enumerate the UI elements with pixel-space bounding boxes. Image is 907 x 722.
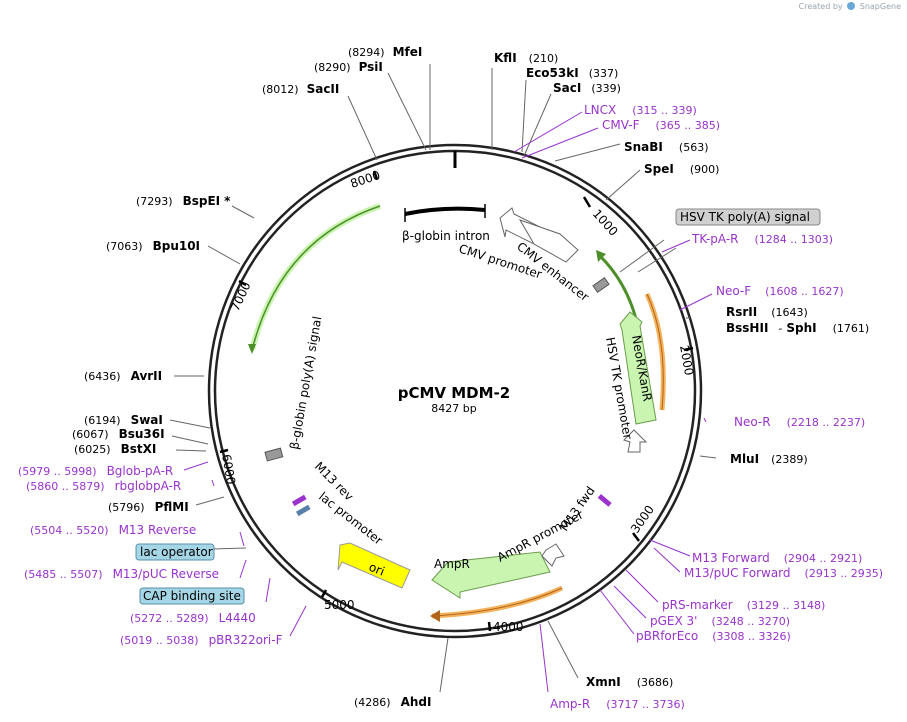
watermark-created-by: Created by — [798, 2, 843, 11]
bglobin-intron-label: β-globin intron — [402, 229, 490, 243]
m13-rev-primer-mark — [291, 494, 307, 507]
ori-arrow — [337, 542, 411, 589]
primer-leader-lines — [183, 111, 713, 693]
enzyme-bsu36i: (6067)Bsu36I — [72, 427, 165, 441]
enzyme-ahdi: (4286)AhdI — [354, 695, 431, 709]
cmv-enhancer-arrow — [518, 219, 579, 263]
enzyme-bpu10i: (7063)Bpu10I — [106, 239, 200, 253]
green-arc-left-core — [251, 205, 381, 351]
primer-cmv-f: CMV-F(365 .. 385) — [602, 118, 720, 132]
primer-pbr322ori-f: (5019 .. 5038)pBR322ori-F — [120, 633, 283, 647]
enzyme-labels: (8294)MfeI (8290)PsiI (8012)SacII KflI(2… — [72, 45, 869, 709]
ori-label: ori — [367, 560, 387, 579]
primer-m13-puc-forward: M13/pUC Forward(2913 .. 2935) — [684, 566, 883, 580]
bglobin-intron-arc — [404, 206, 486, 216]
enzyme-rsrii: RsrII(1643) — [726, 305, 808, 319]
primer-prs-marker: pRS-marker(3129 .. 3148) — [662, 598, 825, 612]
cap-binding-site-box-label: CAP binding site — [143, 589, 241, 603]
enzyme-mlui: MluI(2389) — [730, 452, 808, 466]
ampr-promoter-arrow — [541, 543, 565, 567]
primer-labels: LNCX(315 .. 339) CMV-F(365 .. 385) TK-pA… — [18, 103, 883, 711]
primer-amp-r: Amp-R(3717 .. 3736) — [550, 697, 685, 711]
snapgene-watermark: Created by SnapGene — [799, 2, 901, 11]
primer-pbrforeco: pBRforEco(3308 .. 3326) — [636, 629, 791, 643]
tick-8000: 8000 — [349, 168, 382, 191]
primer-lncx: LNCX(315 .. 339) — [584, 103, 697, 117]
plasmid-backbone — [207, 143, 703, 639]
ampr-arrow — [431, 551, 551, 599]
primer-rbglobpa-r: (5860 .. 5879)rbglobpA-R — [26, 479, 181, 493]
enzyme-eco53ki: Eco53kI(337) — [526, 66, 618, 80]
enzyme-snabi: SnaBI(563) — [624, 140, 709, 154]
enzyme-sacii: (8012)SacII — [262, 82, 339, 96]
enzyme-bsshii-sphi: BssHII-SphI(1761) — [726, 321, 869, 335]
plasmid-name: pCMV MDM-2 — [398, 384, 510, 402]
enzyme-avrii: (6436)AvrII — [84, 369, 162, 383]
bglobin-polya-label: β-globin poly(A) signal — [287, 315, 324, 450]
primer-m13-forward: M13 Forward(2904 .. 2921) — [692, 551, 862, 565]
gray-marker-box — [592, 277, 610, 293]
primer-neo-r: Neo-R(2218 .. 2237) — [734, 415, 865, 429]
enzyme-psii: (8290)PsiI — [314, 60, 383, 74]
watermark-brand: SnapGene — [859, 2, 901, 11]
neor-kanr-arrow — [619, 311, 657, 425]
tick-4000: 4000 — [493, 620, 524, 634]
enzyme-kfli: KflI(210) — [494, 51, 558, 65]
tick-6000: 6000 — [219, 453, 238, 486]
lac-operator-mark — [295, 504, 311, 517]
tick-3000: 3000 — [628, 503, 657, 536]
enzyme-pflmi: (5796)PflMI — [108, 500, 189, 514]
enzyme-saci: SacI(339) — [553, 81, 621, 95]
primer-m13-reverse: (5504 .. 5520)M13 Reverse — [30, 523, 196, 537]
primer-pgex-3: pGEX 3'(3248 .. 3270) — [650, 614, 790, 628]
primer-tk-pa-r: TK-pA-R(1284 .. 1303) — [691, 232, 833, 246]
m13-fwd-primer-mark — [597, 493, 612, 507]
primer-neo-f: Neo-F(1608 .. 1627) — [716, 284, 844, 298]
hsv-tk-promoter-arrow — [623, 429, 648, 453]
enzyme-bstxi: (6025)BstXI — [74, 442, 156, 456]
hsv-tk-polya-box-label: HSV TK poly(A) signal — [680, 210, 810, 224]
enzyme-mfei: (8294)MfeI — [348, 45, 422, 59]
enzyme-spei: SpeI(900) — [644, 162, 719, 176]
snapgene-logo-icon — [847, 2, 856, 10]
tick-5000: 5000 — [324, 598, 355, 612]
lac-operator-box-label: lac operator — [140, 545, 213, 559]
enzyme-swai: (6194)SwaI — [84, 413, 163, 427]
enzyme-bspei: (7293)BspEI* — [136, 194, 231, 208]
tick-2000: 2000 — [677, 344, 696, 377]
primer-bglob-pa-r: (5979 .. 5998)Bglob-pA-R — [18, 464, 173, 478]
ampr-label: AmpR — [434, 557, 470, 571]
gray-marker-left — [264, 447, 284, 462]
primer-l4440: (5272 .. 5289)L4440 — [130, 611, 256, 625]
primer-m13-puc-reverse: (5485 .. 5507)M13/pUC Reverse — [24, 567, 219, 581]
enzyme-xmni: XmnI(3686) — [586, 675, 673, 689]
boxed-feature-labels: HSV TK poly(A) signal lac operator CAP b… — [135, 208, 821, 605]
plasmid-size: 8427 bp — [431, 402, 476, 415]
